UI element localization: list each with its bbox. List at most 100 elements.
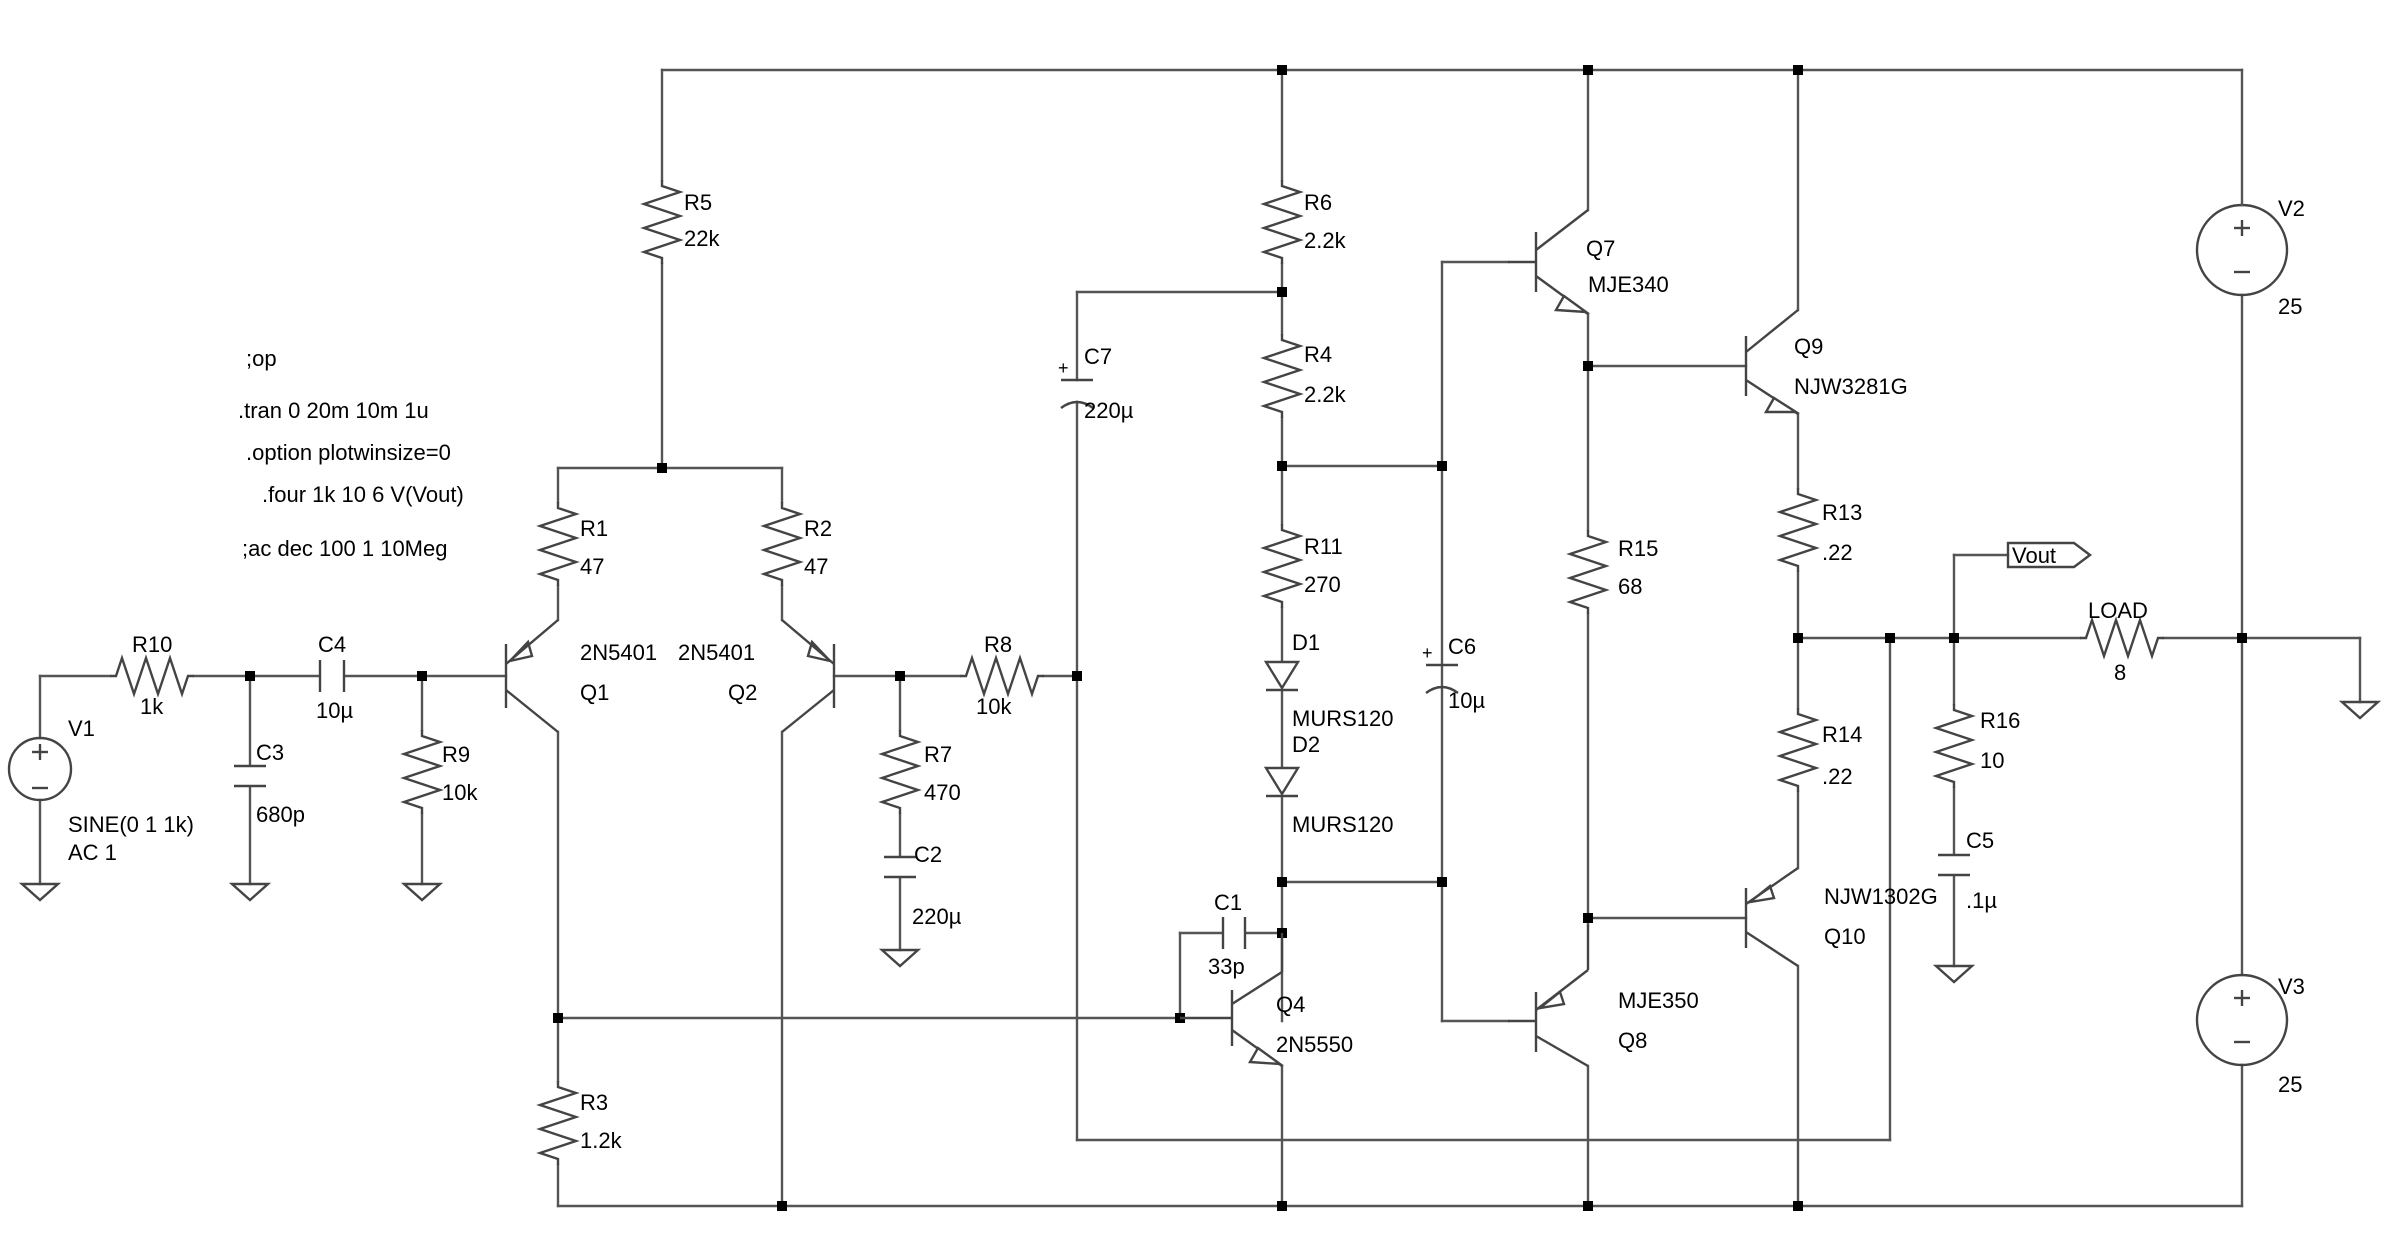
label-R5-value: 22k bbox=[684, 226, 720, 251]
transistor-Q8 bbox=[1508, 969, 1589, 1068]
label-V2-name: V2 bbox=[2278, 196, 2305, 221]
directive-ac: ;ac dec 100 1 10Meg bbox=[242, 536, 447, 561]
label-C5-name: C5 bbox=[1966, 828, 1994, 853]
resistor-R5 bbox=[642, 178, 682, 266]
label-C4-name: C4 bbox=[318, 632, 346, 657]
transistor-Q10 bbox=[1744, 867, 1799, 968]
label-R10-value: 1k bbox=[140, 694, 164, 719]
voltage-source-V2 bbox=[2195, 203, 2289, 297]
label-R11-value: 270 bbox=[1304, 572, 1341, 597]
label-Q1-value: 2N5401 bbox=[580, 640, 657, 665]
label-R3-value: 1.2k bbox=[580, 1128, 623, 1153]
label-R7-name: R7 bbox=[924, 742, 952, 767]
spice-directives: ;op .tran 0 20m 10m 1u .option plotwinsi… bbox=[238, 346, 464, 561]
directive-option: .option plotwinsize=0 bbox=[246, 440, 451, 465]
label-Q10-name: Q10 bbox=[1824, 924, 1866, 949]
capacitor-C6 bbox=[1425, 663, 1459, 694]
label-Q9-value: NJW3281G bbox=[1794, 374, 1908, 399]
label-R6-name: R6 bbox=[1304, 190, 1332, 215]
label-V3-name: V3 bbox=[2278, 974, 2305, 999]
label-R2-name: R2 bbox=[804, 516, 832, 541]
label-Q7-name: Q7 bbox=[1586, 236, 1615, 261]
resistor-R3 bbox=[538, 1079, 578, 1167]
directive-tran: .tran 0 20m 10m 1u bbox=[238, 398, 429, 423]
transistor-Q7 bbox=[1508, 209, 1591, 315]
label-C2-name: C2 bbox=[914, 842, 942, 867]
label-R10-name: R10 bbox=[132, 632, 172, 657]
label-Q2-value: 2N5401 bbox=[678, 640, 755, 665]
label-D2-value: MURS120 bbox=[1292, 812, 1393, 837]
label-C7-value: 220µ bbox=[1084, 398, 1134, 423]
label-Q8-value: MJE350 bbox=[1618, 988, 1699, 1013]
label-C1-name: C1 bbox=[1214, 890, 1242, 915]
resistor-R11 bbox=[1262, 522, 1302, 610]
capacitor-C5 bbox=[1938, 853, 1970, 877]
label-R1-name: R1 bbox=[580, 516, 608, 541]
ground-icon bbox=[2338, 700, 2382, 720]
label-R4-name: R4 bbox=[1304, 342, 1332, 367]
ground-icon bbox=[228, 882, 272, 902]
label-C1-value: 33p bbox=[1208, 954, 1245, 979]
label-C3-value: 680p bbox=[256, 802, 305, 827]
transistor-Q1 bbox=[504, 619, 559, 733]
label-LOAD-name: LOAD bbox=[2088, 598, 2148, 623]
resistor-R15 bbox=[1568, 528, 1608, 616]
component-labels: R10 1k C4 10µ C3 680p R9 10k V1 SINE(0 1… bbox=[68, 190, 2305, 1153]
label-R16-value: 10 bbox=[1980, 748, 2004, 773]
label-R3-name: R3 bbox=[580, 1090, 608, 1115]
label-C7-name: C7 bbox=[1084, 344, 1112, 369]
transistor-Q9 bbox=[1744, 309, 1801, 416]
ground-icon bbox=[1932, 964, 1976, 984]
resistor-R9 bbox=[402, 728, 442, 816]
label-V1-value1: SINE(0 1 1k) bbox=[68, 812, 194, 837]
capacitor-C3 bbox=[234, 764, 266, 788]
label-D2-name: D2 bbox=[1292, 732, 1320, 757]
label-R14-name: R14 bbox=[1822, 722, 1862, 747]
label-R13-name: R13 bbox=[1822, 500, 1862, 525]
resistor-R7 bbox=[880, 728, 920, 816]
label-V2-value: 25 bbox=[2278, 294, 2302, 319]
resistor-R2 bbox=[762, 500, 802, 588]
net-label-vout: Vout bbox=[2006, 541, 2092, 569]
label-Q9-name: Q9 bbox=[1794, 334, 1823, 359]
resistor-R13 bbox=[1778, 486, 1818, 574]
label-Q8-name: Q8 bbox=[1618, 1028, 1647, 1053]
transistor-Q2 bbox=[781, 619, 836, 733]
ground-icon bbox=[878, 948, 922, 968]
voltage-source-V3 bbox=[2195, 973, 2289, 1067]
label-R5-name: R5 bbox=[684, 190, 712, 215]
label-V3-value: 25 bbox=[2278, 1072, 2302, 1097]
label-R6-value: 2.2k bbox=[1304, 228, 1347, 253]
label-R1-value: 47 bbox=[580, 554, 604, 579]
label-D1-value: MURS120 bbox=[1292, 706, 1393, 731]
label-V1-name: V1 bbox=[68, 716, 95, 741]
label-R9-name: R9 bbox=[442, 742, 470, 767]
label-C4-value: 10µ bbox=[316, 698, 353, 723]
capacitor-C7 bbox=[1060, 378, 1094, 409]
label-C6-value: 10µ bbox=[1448, 688, 1485, 713]
label-Q2-name: Q2 bbox=[728, 680, 757, 705]
voltage-source-V1 bbox=[7, 736, 73, 802]
label-R8-name: R8 bbox=[984, 632, 1012, 657]
capacitor-C4 bbox=[318, 660, 346, 692]
resistor-R1 bbox=[538, 500, 578, 588]
capacitor-C2 bbox=[884, 855, 916, 879]
diode-D2 bbox=[1263, 766, 1301, 798]
label-Q4-value: 2N5550 bbox=[1276, 1032, 1353, 1057]
label-C5-value: .1µ bbox=[1966, 888, 1997, 913]
directive-op: ;op bbox=[246, 346, 277, 371]
label-Q4-name: Q4 bbox=[1276, 992, 1305, 1017]
label-R2-value: 47 bbox=[804, 554, 828, 579]
c7-plus-sign: + bbox=[1058, 358, 1069, 378]
label-R16-name: R16 bbox=[1980, 708, 2020, 733]
wires bbox=[38, 68, 2362, 1208]
diode-D1 bbox=[1263, 660, 1301, 692]
label-LOAD-value: 8 bbox=[2114, 660, 2126, 685]
label-C2-value: 220µ bbox=[912, 904, 962, 929]
label-Q10-value: NJW1302G bbox=[1824, 884, 1938, 909]
label-R4-value: 2.2k bbox=[1304, 382, 1347, 407]
label-R7-value: 470 bbox=[924, 780, 961, 805]
vout-label: Vout bbox=[2012, 543, 2056, 568]
label-R11-name: R11 bbox=[1304, 534, 1343, 559]
